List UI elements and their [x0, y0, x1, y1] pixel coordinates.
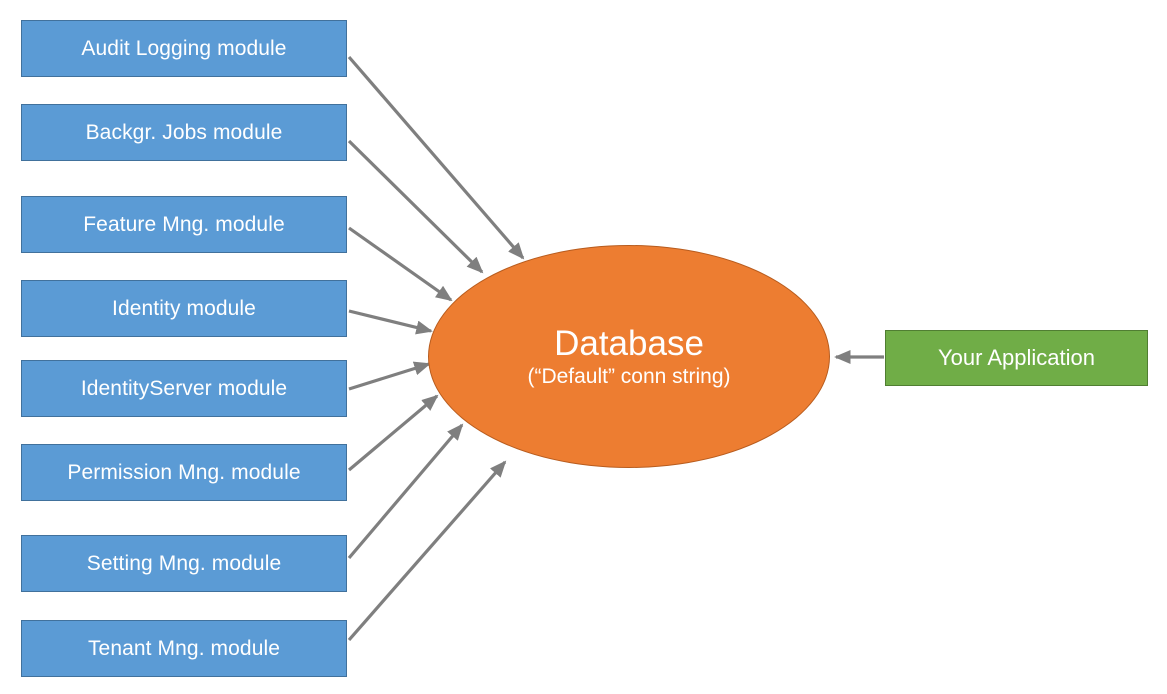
connector-setting-mng-to-database	[347, 423, 464, 560]
connector-feature-mng-to-database	[348, 226, 453, 302]
module-box-permission-mng[interactable]: Permission Mng. module	[21, 444, 347, 501]
connector-background-jobs-to-database	[347, 139, 484, 274]
module-label: Permission Mng. module	[67, 461, 301, 484]
database-subtitle: (“Default” conn string)	[527, 364, 731, 388]
module-label: Setting Mng. module	[86, 552, 282, 575]
module-box-identityserver[interactable]: IdentityServer module	[21, 360, 347, 417]
your-application-box[interactable]: Your Application	[885, 330, 1148, 386]
database-title: Database	[554, 324, 704, 364]
module-box-tenant-mng[interactable]: Tenant Mng. module	[21, 620, 347, 677]
connector-permission-mng-to-database	[347, 394, 439, 472]
module-box-setting-mng[interactable]: Setting Mng. module	[21, 535, 347, 592]
connector-audit-logging-to-database	[347, 55, 525, 260]
database-node[interactable]: Database (“Default” conn string)	[428, 245, 830, 468]
module-label: Identity module	[112, 297, 256, 320]
module-label: Tenant Mng. module	[87, 637, 281, 660]
module-label: IdentityServer module	[80, 377, 288, 400]
module-label: Feature Mng. module	[83, 213, 285, 236]
module-box-background-jobs[interactable]: Backgr. Jobs module	[21, 104, 347, 161]
module-label: Audit Logging module	[81, 37, 287, 60]
application-label: Your Application	[938, 345, 1095, 370]
module-label: Backgr. Jobs module	[85, 121, 283, 144]
module-box-identity[interactable]: Identity module	[21, 280, 347, 337]
connector-identityserver-to-database	[348, 361, 431, 391]
connector-tenant-mng-to-database	[347, 460, 507, 642]
module-box-feature-mng[interactable]: Feature Mng. module	[21, 196, 347, 253]
connector-identity-to-database	[348, 309, 433, 335]
module-box-audit-logging[interactable]: Audit Logging module	[21, 20, 347, 77]
